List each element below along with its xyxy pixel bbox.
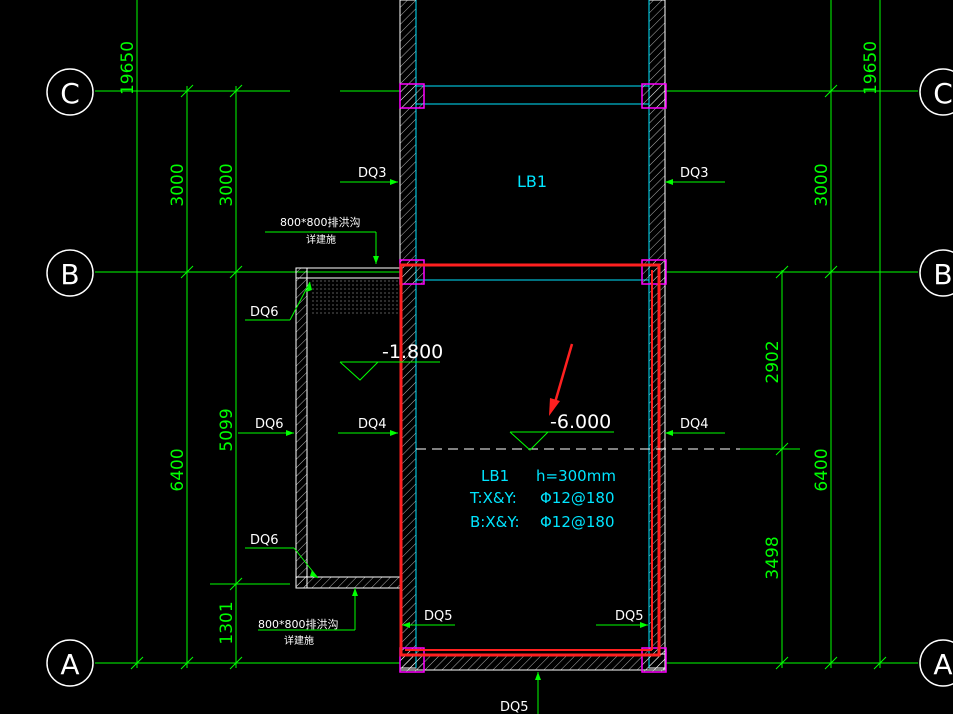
column-a-right: [641, 647, 667, 673]
label-dq6-bottom: DQ6: [250, 533, 279, 548]
note-trench-top-2: 详建施: [306, 233, 336, 246]
dim-5099: 5099: [217, 408, 237, 451]
elevation-lower: -6.000: [550, 411, 611, 433]
trench-wall-left: [295, 267, 308, 589]
label-dq3-left: DQ3: [358, 166, 387, 181]
column-a-left: [399, 647, 425, 673]
grid-label-c-left: C: [60, 77, 80, 110]
red-pointer-arrow: [549, 343, 574, 416]
grid-bubble-a-right: A: [919, 639, 953, 687]
dim-cb-inner-left: 3000: [217, 163, 237, 206]
grid-label-a-left: A: [60, 648, 79, 681]
grid-label-b-right: B: [933, 258, 952, 291]
dim-cb-right: 3000: [812, 163, 832, 206]
dimension-lines-right: [740, 0, 887, 670]
grid-bubble-b-left: B: [46, 249, 94, 297]
grid-bubble-c-left: C: [46, 68, 94, 116]
grid-label-c-right: C: [933, 77, 953, 110]
dim-cb-outer-left: 3000: [168, 163, 188, 206]
label-dq6-top: DQ6: [250, 305, 279, 320]
slab-top-label: T:X&Y:: [469, 489, 517, 507]
slab-label-lower: LB1: [481, 467, 509, 485]
grid-bubble-c-right: C: [919, 68, 953, 116]
slab-thickness: h=300mm: [536, 467, 616, 485]
elevation-marker-upper: [339, 361, 440, 381]
dim-3498: 3498: [763, 536, 783, 579]
grid-bubble-b-right: B: [919, 249, 953, 297]
grid-label-a-right: A: [933, 648, 952, 681]
slab-top-rebar: Φ12@180: [540, 489, 615, 507]
grid-bubble-a-left: A: [46, 639, 94, 687]
dim-ba-outer-left: 6400: [168, 448, 188, 491]
elevation-upper: -1.800: [382, 341, 443, 363]
grid-lines: [95, 90, 918, 664]
slab-label-upper: LB1: [517, 172, 547, 191]
label-dq3-right: DQ3: [680, 166, 709, 181]
label-dq6-mid: DQ6: [255, 417, 284, 432]
dim-2902: 2902: [763, 340, 783, 383]
label-dq5-right: DQ5: [615, 609, 644, 624]
label-dq4-right: DQ4: [680, 417, 709, 432]
column-c-right: [641, 83, 667, 109]
label-dq5-left: DQ5: [424, 609, 453, 624]
note-trench-top-1: 800*800排洪沟: [280, 215, 361, 229]
column-c-left: [399, 83, 425, 109]
grid-label-b-left: B: [60, 258, 79, 291]
dim-total-left: 19650: [118, 41, 138, 95]
dim-total-right: 19650: [861, 41, 881, 95]
slab-bottom-rebar: Φ12@180: [540, 513, 615, 531]
slab-bottom-label: B:X&Y:: [470, 513, 520, 531]
highlight-frame: [399, 263, 661, 657]
wall-label-arrows: [286, 179, 673, 680]
trench-fill-top: [312, 278, 400, 314]
label-dq4-left: DQ4: [358, 417, 387, 432]
label-dq5-bottom: DQ5: [500, 700, 529, 714]
elevation-marker-lower: [509, 431, 614, 451]
walls: [295, 0, 666, 671]
dim-ba-right: 6400: [812, 448, 832, 491]
dim-1301: 1301: [217, 601, 237, 644]
dimension-lines-left: [130, 0, 290, 670]
trench-wall-top: [295, 267, 401, 279]
note-trench-bottom-2: 详建施: [284, 634, 314, 647]
note-trench-bottom-1: 800*800排洪沟: [258, 617, 339, 631]
trench-wall-bottom: [295, 576, 401, 589]
beams: [415, 0, 650, 668]
